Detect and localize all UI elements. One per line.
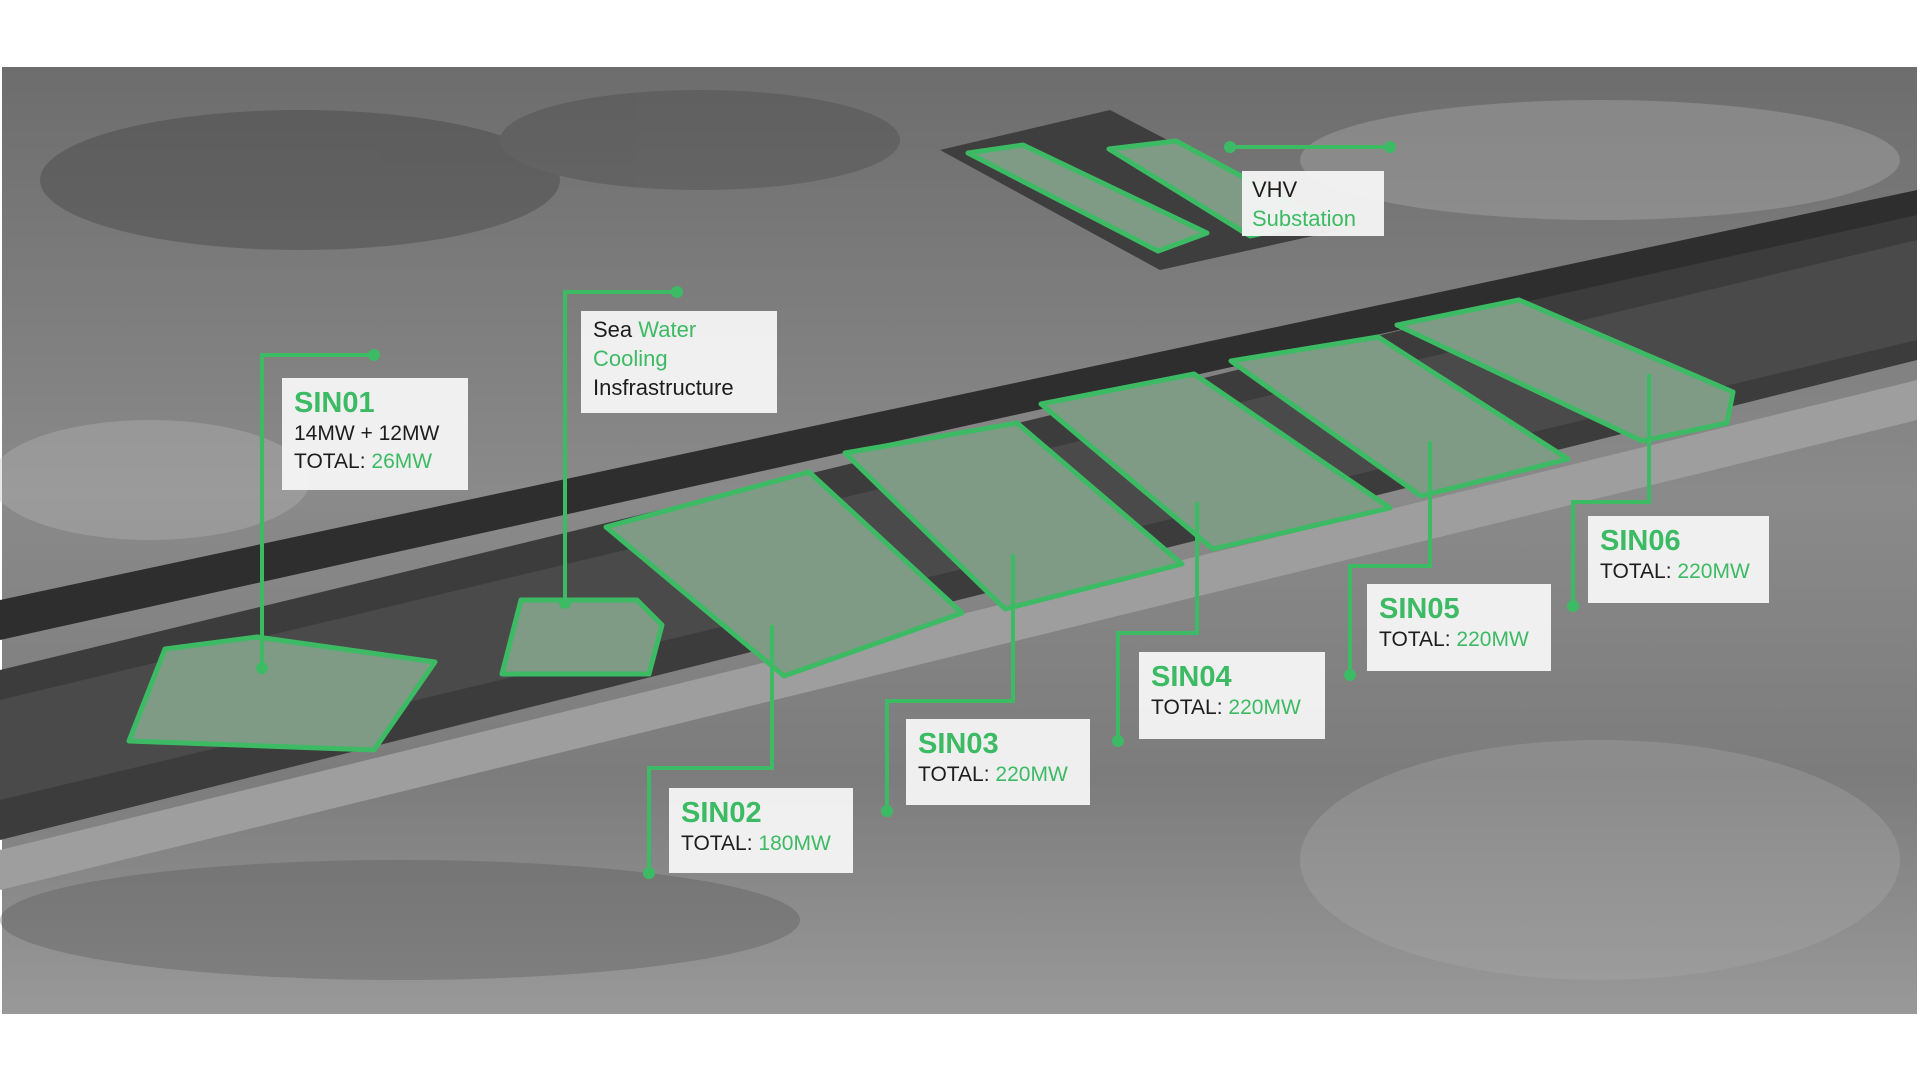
cooling-label: Sea Water Cooling Insfrastructure	[581, 311, 777, 413]
leader-sin05	[1348, 441, 1432, 675]
site-name: SIN03	[918, 728, 999, 760]
vhv-substation-label: VHV Substation	[1242, 171, 1384, 236]
building-vhv-1	[965, 142, 1210, 254]
marker-dot	[671, 286, 683, 298]
leader-sin03	[885, 554, 1015, 811]
site-label-sin04: SIN04 TOTAL: 220MW	[1139, 652, 1325, 739]
marker-dot	[256, 662, 268, 674]
site-label-sin01: SIN01 14MW + 12MW TOTAL: 26MW	[282, 378, 468, 490]
marker-dot	[1224, 141, 1236, 153]
marker-dot	[1567, 600, 1579, 612]
site-total: 220MW	[1677, 560, 1750, 583]
building-sin02	[603, 469, 965, 679]
leader-sin02	[647, 625, 774, 873]
total-prefix: TOTAL:	[1600, 560, 1672, 583]
building-sin04	[1038, 371, 1393, 552]
site-name: SIN05	[1379, 593, 1460, 625]
vhv-line2: Substation	[1252, 206, 1356, 231]
site-label-sin03: SIN03 TOTAL: 220MW	[906, 719, 1090, 805]
marker-dot	[559, 597, 571, 609]
total-prefix: TOTAL:	[1151, 696, 1223, 719]
rail-corridor	[0, 380, 1917, 890]
site-total: 180MW	[758, 832, 831, 855]
marker-dot	[1112, 735, 1124, 747]
site-name: SIN04	[1151, 661, 1232, 693]
marker-dot	[368, 349, 380, 361]
cooling-line2: Cooling	[593, 346, 668, 371]
site-detail: 14MW + 12MW	[294, 422, 440, 445]
site-total: 220MW	[1456, 628, 1529, 651]
building-sin05	[1228, 334, 1571, 499]
railway-band	[0, 190, 1917, 640]
leader-sin01	[260, 353, 374, 668]
marker-dot	[1344, 669, 1356, 681]
site-label-sin02: SIN02 TOTAL: 180MW	[669, 788, 853, 873]
building-cooling	[499, 597, 665, 677]
leader-sin04	[1116, 502, 1199, 741]
total-prefix: TOTAL:	[681, 832, 753, 855]
marker-dot	[881, 805, 893, 817]
site-label-sin06: SIN06 TOTAL: 220MW	[1588, 516, 1769, 603]
site-total: 220MW	[1228, 696, 1301, 719]
site-name: SIN01	[294, 387, 375, 419]
site-total: 220MW	[995, 763, 1068, 786]
leader-cooling	[563, 290, 677, 603]
cooling-word1: Sea	[593, 317, 633, 342]
site-label-sin05: SIN05 TOTAL: 220MW	[1367, 584, 1551, 671]
site-name: SIN06	[1600, 525, 1681, 557]
total-prefix: TOTAL:	[294, 450, 366, 473]
site-total: 26MW	[371, 450, 433, 473]
building-sin03	[842, 420, 1185, 612]
building-sin01	[126, 634, 438, 753]
marker-dot	[643, 867, 655, 879]
site-name: SIN02	[681, 797, 762, 829]
leader-sin06	[1571, 374, 1651, 606]
cooling-line3: Insfrastructure	[593, 375, 734, 400]
total-prefix: TOTAL:	[1379, 628, 1451, 651]
cooling-word2: Water	[638, 317, 697, 342]
vhv-line1: VHV	[1252, 177, 1298, 202]
marker-dot	[1384, 141, 1396, 153]
terrain	[0, 90, 1900, 980]
total-prefix: TOTAL:	[918, 763, 990, 786]
